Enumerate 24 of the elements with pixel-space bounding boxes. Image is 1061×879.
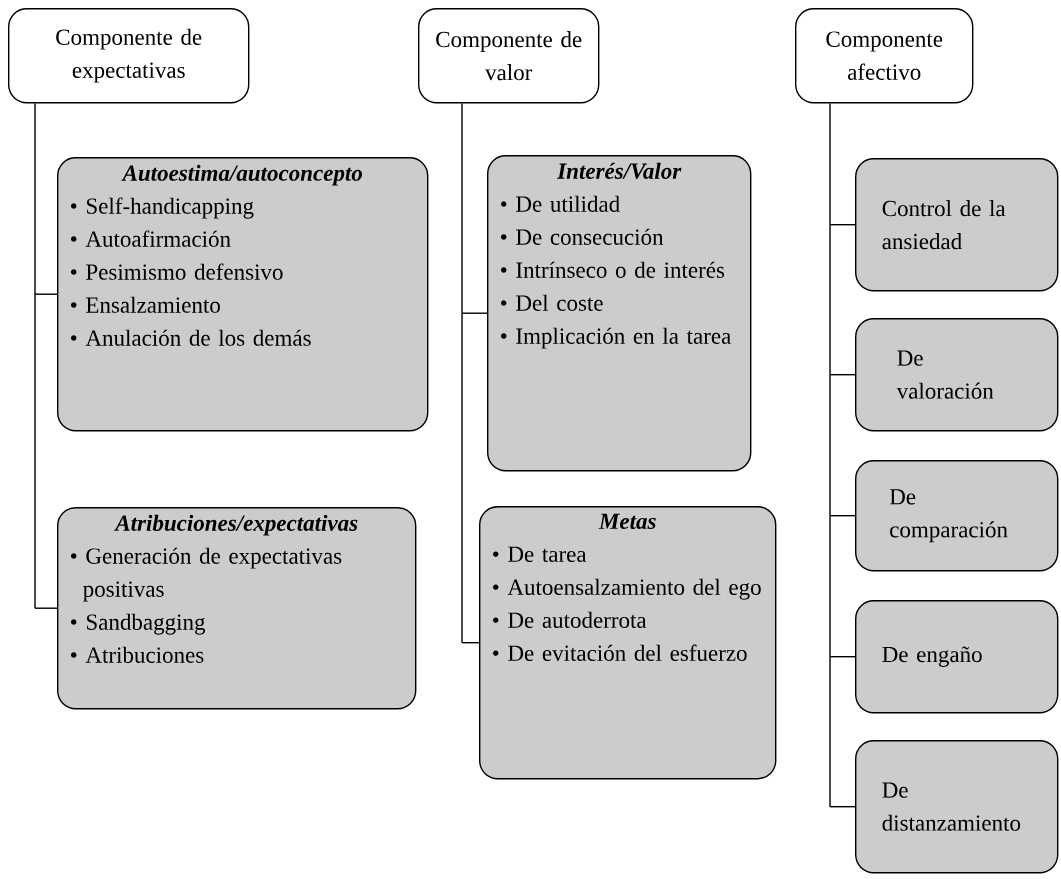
category-box: De engaño [855, 600, 1059, 714]
category-box: De comparación [855, 460, 1059, 572]
category-box: De distanzamiento [855, 740, 1059, 874]
list-box: Autoestima/autoconcepto • Self-handicapping • Autoafirmación • Pesimismo defensivo • Ensalzamiento • Anulación de los demás [57, 157, 429, 432]
category-box: Control de la ansiedad [855, 158, 1059, 292]
connector-trunk [34, 102, 36, 609]
component-box: Componente afectivo [795, 8, 974, 104]
connector [34, 607, 58, 609]
connector [461, 642, 480, 644]
connector [829, 224, 856, 226]
component-box: Componente de valor [418, 8, 600, 104]
list-box: Interés/Valor • De utilidad • De consecución • Intrínseco o de interés • Del coste • Implicación en la tarea [487, 155, 752, 472]
connector-trunk [461, 102, 463, 644]
connector [34, 293, 58, 295]
category-box: De valoración [855, 318, 1059, 432]
list-box: Metas • De tarea • Autoensalzamiento del ego • De autoderrota • De evitación del esfuerzo [479, 506, 777, 780]
connector [829, 374, 856, 376]
connector [461, 312, 488, 314]
connector [829, 656, 856, 658]
connector [829, 806, 856, 808]
list-box: Atribuciones/expectativas • Generación de expectativas positivas • Sandbagging • Atribuciones [57, 507, 417, 710]
connector [829, 515, 856, 517]
component-box: Componente de expectativas [8, 8, 250, 104]
connector-trunk [829, 102, 831, 808]
